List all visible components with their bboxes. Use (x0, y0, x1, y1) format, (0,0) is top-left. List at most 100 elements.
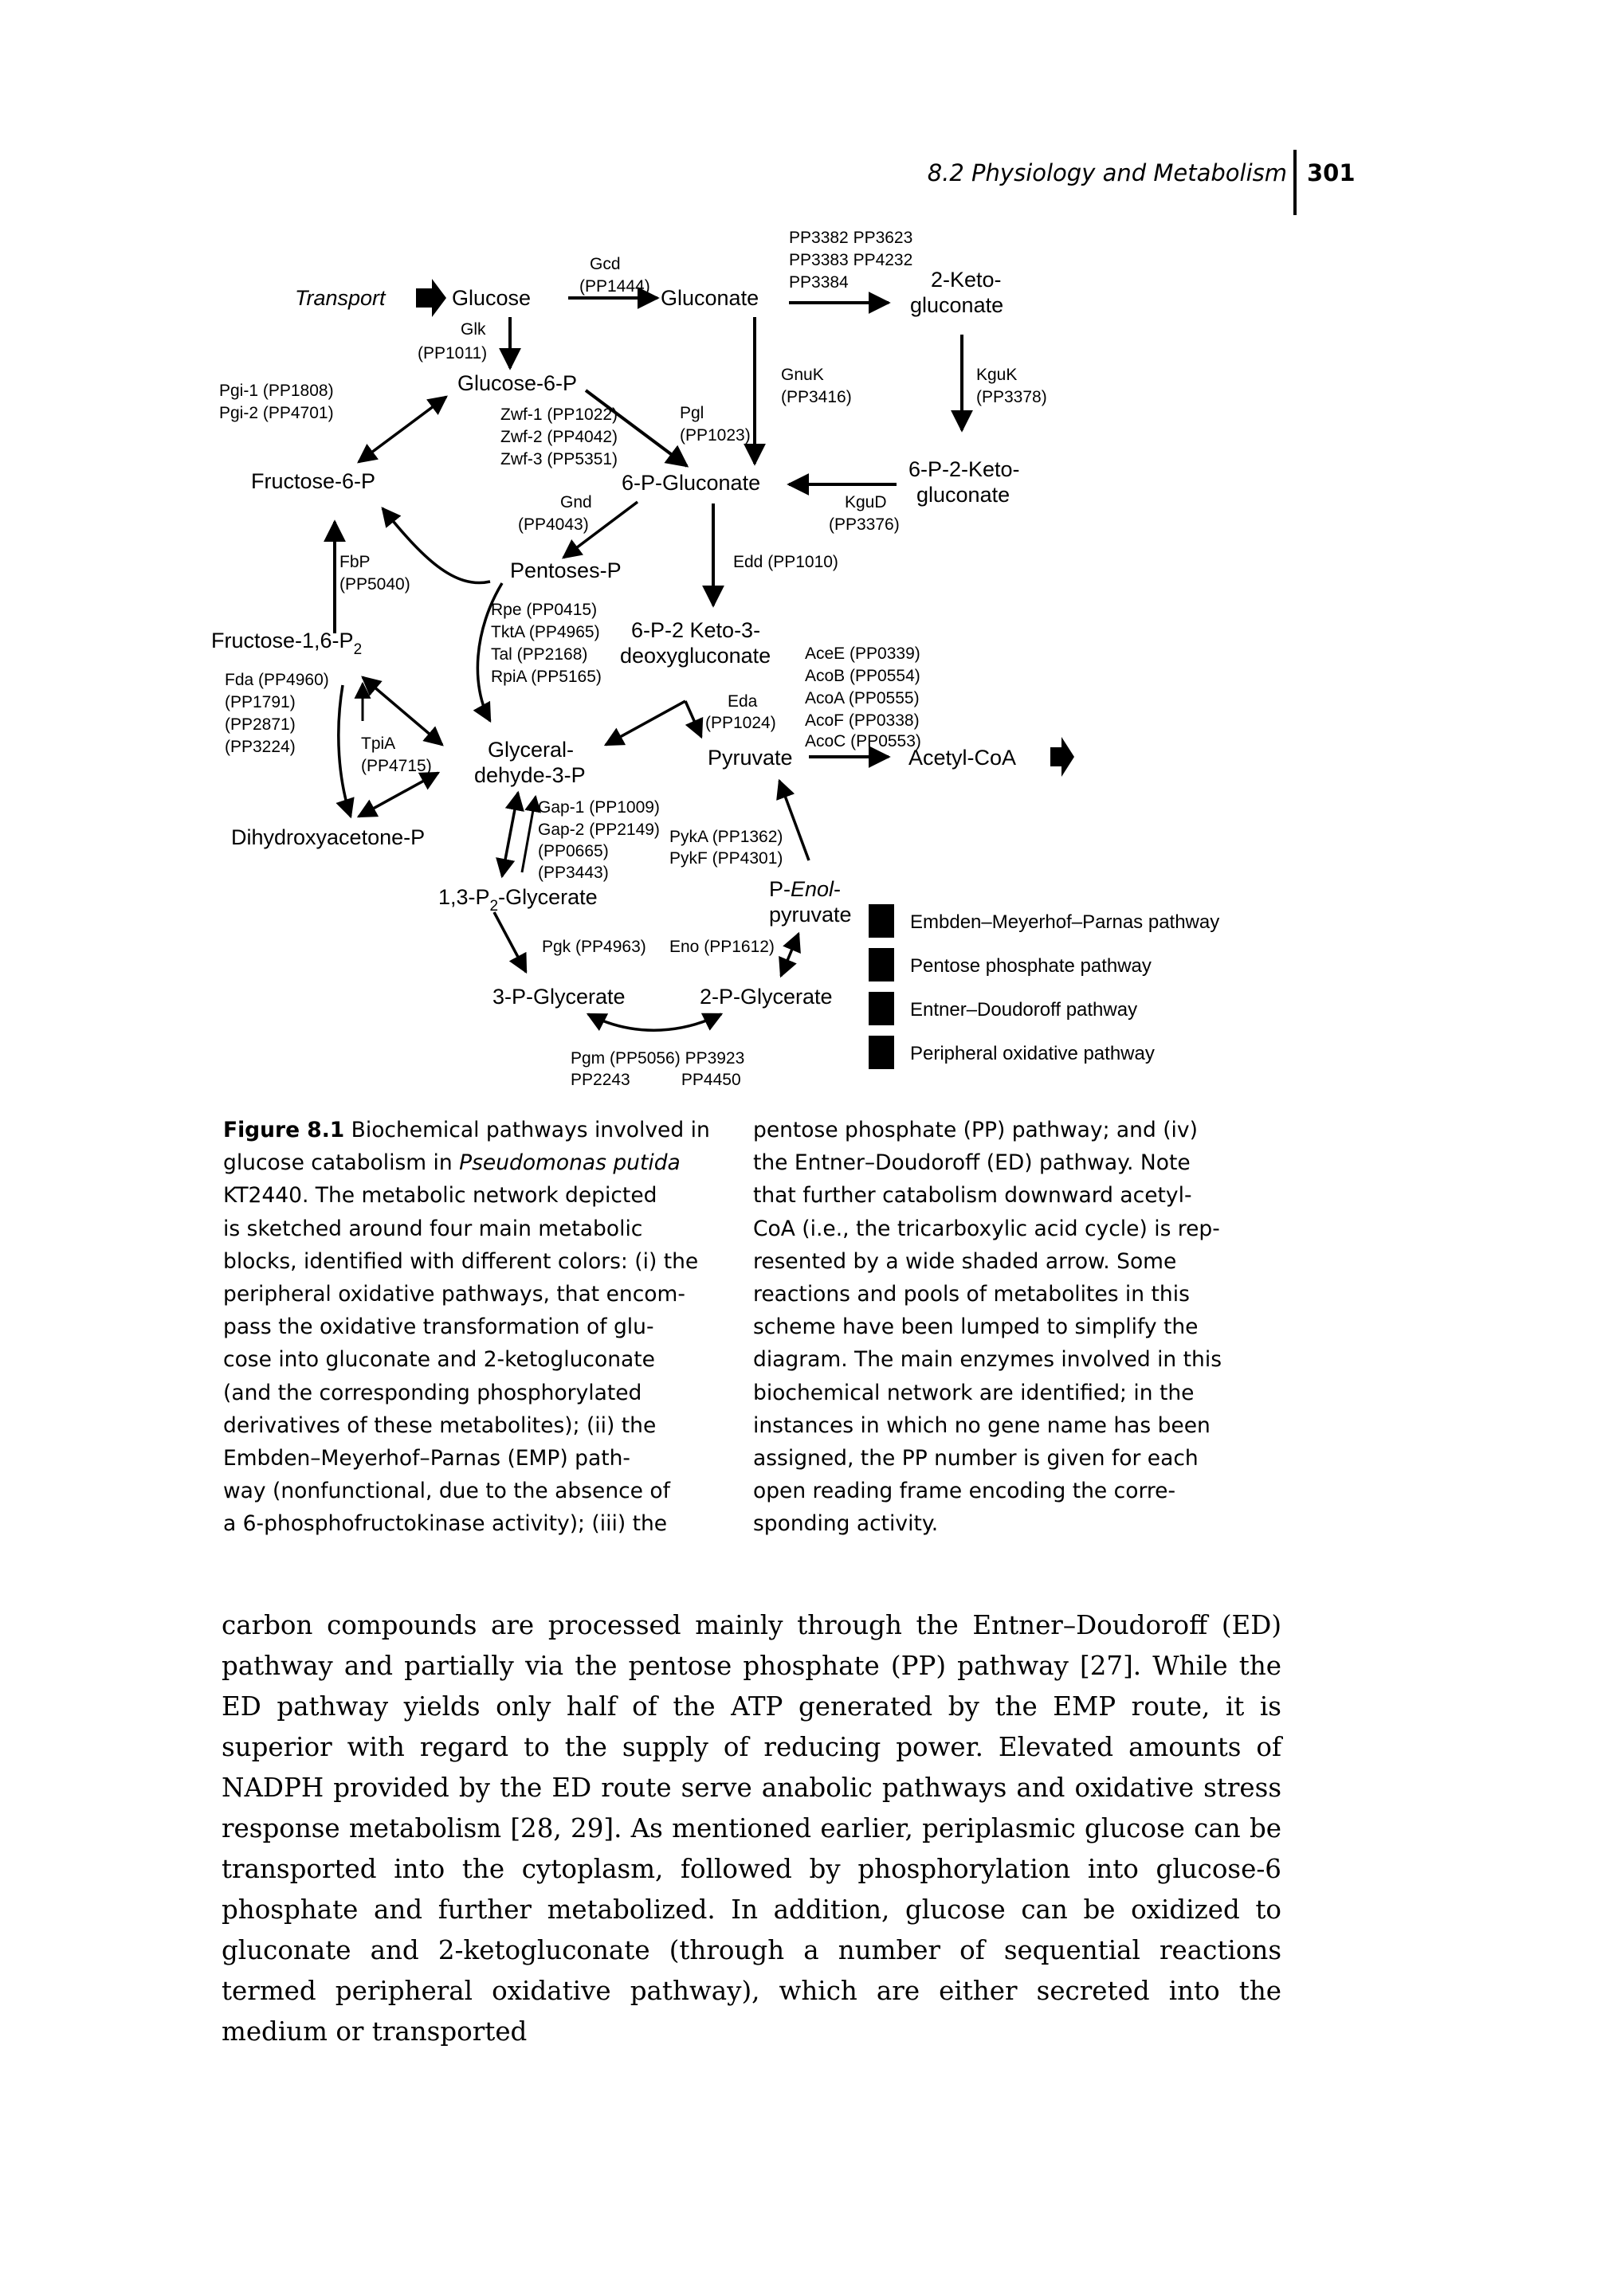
label-eno: Eno (PP1612) (669, 938, 775, 956)
label-pgi-1: Pgi-1 (PP1808) (219, 382, 334, 400)
arrow-g6p-f6p (357, 395, 448, 464)
arrow-gap-bpg-2 (520, 794, 542, 873)
legend-item: Embden–Meyerhof–Parnas pathway (869, 904, 1219, 938)
label-glyceraldehyde-2: dehyde-3-P (474, 763, 586, 787)
pathway-arrows (324, 279, 1074, 1032)
label-eda-2: (PP1024) (705, 714, 776, 732)
label-kgud-1: KguD (845, 493, 887, 511)
legend-item: Entner–Doudoroff pathway (869, 992, 1137, 1025)
arrow-pentoses-gap (473, 582, 504, 723)
label-kdpg-2: deoxygluconate (620, 644, 771, 668)
legend-swatch (869, 904, 894, 938)
label-rpe-2: TktA (PP4965) (491, 623, 600, 641)
label-fda-3: (PP2871) (225, 715, 296, 734)
label-pgl-1: Pgl (680, 404, 704, 422)
label-glucose: Glucose (452, 286, 531, 310)
caption-left-text: Biochemical pathways involved in glucose… (223, 1118, 710, 1537)
label-fda-4: (PP3224) (225, 738, 296, 756)
label-pyk-1: PykA (PP1362) (669, 828, 783, 846)
label-edd: Edd (PP1010) (733, 553, 838, 571)
label-pgk: Pgk (PP4963) (542, 938, 646, 956)
running-head: 8.2 Physiology and Metabolism 301 (829, 150, 1356, 215)
label-gcd-gene: (PP1444) (579, 277, 650, 296)
label-transport: Transport (295, 286, 387, 310)
pathway-diagram: Transport Glucose Gcd (PP1444) Gluconate… (211, 229, 1219, 1089)
label-bpg: 1,3-P2-Glycerate (438, 885, 598, 915)
arrow-f16p-gap (361, 676, 444, 746)
legend-label: Entner–Doudoroff pathway (910, 999, 1137, 1021)
label-zwf-3: Zwf-3 (PP5351) (500, 450, 618, 468)
label-pep-2: pyruvate (769, 903, 852, 927)
label-fbp-2: (PP5040) (339, 575, 410, 594)
label-glk-gene: (PP1011) (418, 344, 487, 362)
label-gnuk-2: (PP3416) (781, 388, 852, 406)
label-gap-3: (PP0665) (538, 842, 609, 860)
label-fda-2: (PP1791) (225, 693, 296, 711)
arrow-bpg-3pg (492, 911, 528, 974)
body-paragraph: carbon compounds are processed mainly th… (222, 1610, 1281, 2047)
label-gluconate-gene-3: PP3384 (789, 273, 849, 292)
label-gap-2: Gap-2 (PP2149) (538, 821, 660, 839)
label-pentoses-p: Pentoses-P (510, 558, 622, 582)
label-gluconate-gene-1: PP3382 PP3623 (789, 229, 912, 247)
arrow-kdpg-gap (603, 699, 686, 746)
label-glyceraldehyde-1: Glyceral- (488, 738, 574, 762)
arrow-6pg-pentoses (562, 500, 639, 559)
label-kguk-2: (PP3378) (976, 388, 1047, 406)
transport-arrow (416, 279, 446, 317)
label-acetyl-coa: Acetyl-CoA (908, 746, 1016, 770)
legend-label: Peripheral oxidative pathway (910, 1043, 1155, 1064)
label-2pg: 2-P-Glycerate (700, 985, 833, 1009)
label-gluconate-gene-2: PP3383 PP4232 (789, 251, 912, 269)
legend: Embden–Meyerhof–Parnas pathway Pentose p… (869, 904, 1219, 1069)
label-3pg: 3-P-Glycerate (492, 985, 626, 1009)
legend-swatch (869, 1036, 894, 1069)
label-zwf-1: Zwf-1 (PP1022) (500, 406, 618, 424)
label-gcd: Gcd (590, 255, 621, 273)
label-rpe-4: RpiA (PP5165) (491, 668, 602, 686)
arrow-f6p-pentoses (381, 507, 491, 585)
label-kdpg-1: 6-P-2 Keto-3- (631, 618, 760, 642)
legend-swatch (869, 992, 894, 1025)
label-kgud-2: (PP3376) (829, 515, 900, 534)
label-gnuk-1: GnuK (781, 366, 824, 384)
label-zwf-2: Zwf-2 (PP4042) (500, 428, 618, 446)
label-acee-2: AcoB (PP0554) (805, 667, 920, 685)
label-gap-4: (PP3443) (538, 864, 609, 882)
label-pyruvate: Pyruvate (708, 746, 793, 770)
label-gap-1: Gap-1 (PP1009) (538, 798, 660, 817)
figure-caption-right: pentose phosphate (PP) pathway; and (iv)… (753, 1114, 1303, 1541)
label-gnd-1: Gnd (560, 493, 592, 511)
legend-label: Embden–Meyerhof–Parnas pathway (910, 911, 1219, 933)
label-pgm-2: PP2243 PP4450 (571, 1071, 741, 1089)
arrow-gap-bpg (496, 790, 524, 879)
label-tpia-1: TpiA (361, 735, 395, 753)
label-6p2kg-2: gluconate (916, 483, 1010, 507)
arrow-g6p-6pg (584, 389, 689, 468)
label-fbp-1: FbP (339, 553, 371, 571)
label-acee-4: AcoF (PP0338) (805, 711, 920, 730)
label-pgl-2: (PP1023) (680, 426, 751, 445)
figure-caption-left: Figure 8.1 Biochemical pathways involved… (223, 1114, 773, 1541)
arrow-kdpg-pyruvate (684, 700, 704, 739)
acetylcoa-shaded-arrow (1050, 737, 1074, 777)
arrow-f16p-dhap (336, 684, 355, 819)
legend-swatch (869, 948, 894, 981)
arrow-dhap-gap (356, 771, 441, 818)
label-pgi-2: Pgi-2 (PP4701) (219, 404, 334, 422)
legend-label: Pentose phosphate pathway (910, 955, 1152, 977)
label-ketogluconate-1: 2-Keto- (931, 268, 1002, 292)
label-6p-gluconate: 6-P-Gluconate (622, 471, 760, 495)
legend-item: Peripheral oxidative pathway (869, 1036, 1155, 1069)
page-number: 301 (1307, 159, 1356, 186)
label-rpe-1: Rpe (PP0415) (491, 601, 597, 619)
label-rpe-3: Tal (PP2168) (491, 645, 587, 664)
label-acee-3: AcoA (PP0555) (805, 689, 920, 707)
label-glucose-6p: Glucose-6-P (457, 371, 577, 395)
label-tpia-2: (PP4715) (361, 757, 432, 775)
pathway-labels: Transport Glucose Gcd (PP1444) Gluconate… (211, 229, 1047, 1089)
caption-right-text: pentose phosphate (PP) pathway; and (iv)… (753, 1118, 1222, 1537)
label-pyk-2: PykF (PP4301) (669, 849, 783, 868)
label-fda-1: Fda (PP4960) (225, 671, 329, 689)
label-kguk-1: KguK (976, 366, 1017, 384)
